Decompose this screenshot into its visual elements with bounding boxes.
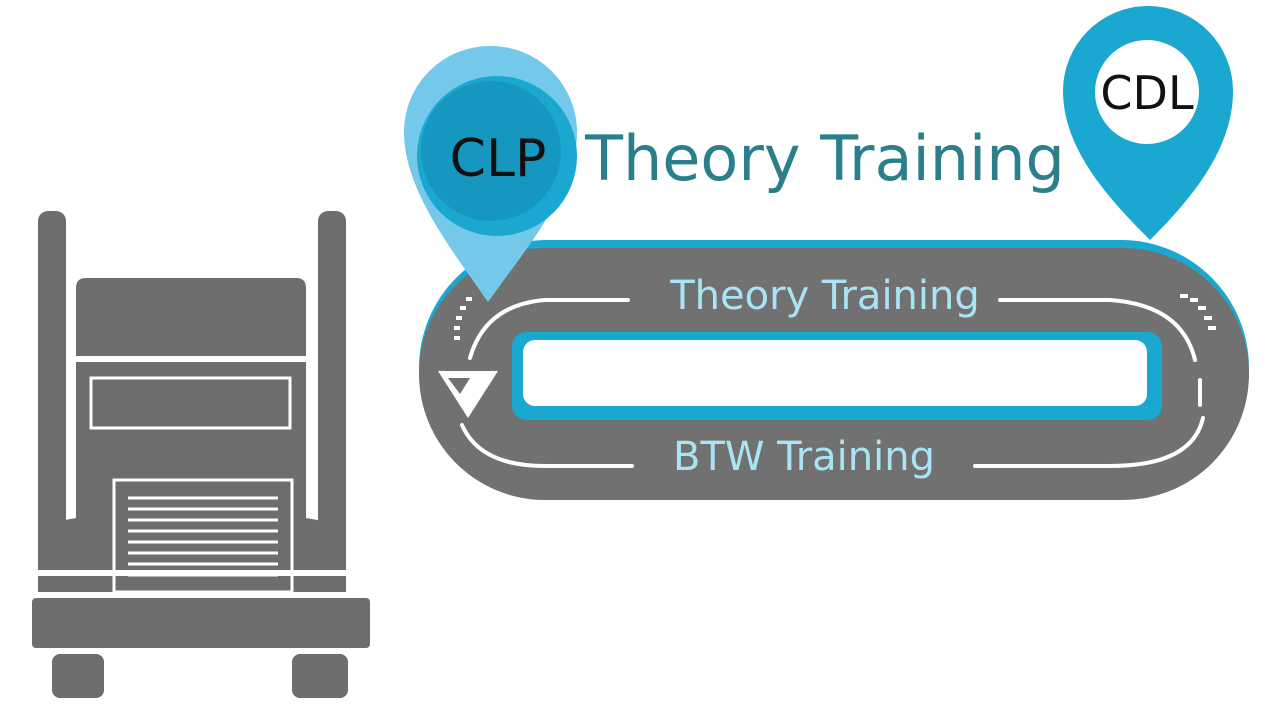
cdl-label: CDL bbox=[1100, 66, 1194, 120]
triangle-marker-icon bbox=[438, 371, 498, 418]
clp-label: CLP bbox=[450, 129, 547, 189]
right-wheel bbox=[292, 654, 348, 698]
right-fender bbox=[306, 518, 346, 592]
upper-lane-label: Theory Training bbox=[669, 273, 980, 319]
truck-windshield bbox=[76, 278, 306, 356]
right-exhaust-stack bbox=[318, 211, 346, 533]
left-exhaust-stack bbox=[38, 211, 66, 533]
cdl-map-pin-icon: CDL bbox=[1063, 6, 1233, 240]
road-track: Theory Training BTW Training bbox=[419, 240, 1249, 500]
truck-cab bbox=[76, 362, 306, 592]
truck-grille-slats bbox=[128, 496, 278, 577]
cdl-pin-center bbox=[1095, 40, 1199, 144]
truck-fender-strip bbox=[38, 570, 346, 576]
truck-icon bbox=[32, 211, 370, 698]
clp-map-pin-icon: CLP bbox=[404, 45, 577, 302]
clp-pin-center bbox=[421, 81, 561, 221]
headline-title: Theory Training bbox=[584, 122, 1065, 195]
truck-name-panel bbox=[89, 376, 292, 430]
right-bend-ticks bbox=[1180, 294, 1216, 330]
truck-bumper bbox=[32, 598, 370, 648]
left-wheel bbox=[52, 654, 104, 698]
lane-markings bbox=[460, 298, 1205, 468]
track-infield bbox=[523, 340, 1147, 406]
truck-grille-frame bbox=[112, 478, 294, 594]
lower-lane-label: BTW Training bbox=[673, 434, 935, 480]
left-bend-ticks bbox=[454, 297, 472, 340]
left-fender bbox=[38, 518, 76, 592]
